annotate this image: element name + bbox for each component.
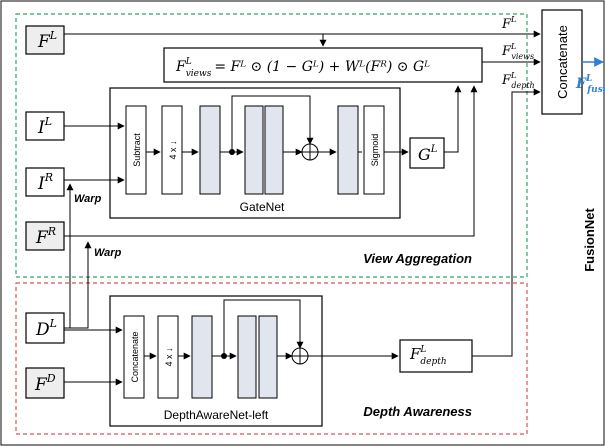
view-aggregation-region — [15, 13, 528, 278]
depth-downsample-label: 4 x ↓ — [164, 347, 174, 366]
input-dl: DL — [25, 312, 65, 344]
depth-conv-3 — [258, 315, 278, 399]
depth-conv-1 — [191, 315, 213, 399]
gate-conv-4 — [337, 105, 359, 195]
gate-conv-3 — [264, 105, 284, 195]
gate-conv-1 — [199, 105, 221, 195]
gate-add-node — [301, 143, 319, 161]
warp-label-2: Warp — [94, 247, 122, 259]
input-il: IL — [25, 111, 65, 141]
gatenet-label: GateNet — [240, 200, 285, 214]
depth-conv-2 — [237, 315, 257, 399]
subtract-layer — [125, 105, 147, 195]
fusionnet-label: FusionNet — [582, 208, 597, 272]
depth-concat-label: Concatenate — [130, 331, 140, 382]
depth-awareness-region — [15, 282, 528, 435]
sigmoid-layer — [363, 105, 385, 195]
svg-text:DL: DL — [35, 317, 57, 340]
gate-downsample-layer — [161, 105, 183, 195]
subtract-label: Subtract — [132, 133, 142, 167]
depthnet-label: DepthAwareNet-left — [164, 408, 269, 422]
svg-text:FR: FR — [35, 225, 56, 248]
gate-downsample-label: 4 x ↓ — [168, 140, 178, 159]
svg-text:GL: GL — [418, 144, 438, 164]
depth-concat-layer — [123, 315, 145, 399]
input-fl: FL — [25, 25, 65, 55]
svg-text:FD: FD — [34, 372, 56, 395]
depth-awareness-label: Depth Awareness — [363, 404, 472, 419]
input-fd: FD — [25, 367, 65, 399]
concat-in-fl: FL — [501, 15, 516, 32]
svg-text:IL: IL — [37, 115, 52, 138]
depthnet-box — [109, 295, 323, 427]
sigmoid-label: Sigmoid — [370, 134, 380, 167]
concatenate-label: Concatenate — [555, 25, 570, 99]
gate-output-gl: GL — [409, 137, 445, 169]
view-aggregation-label: View Aggregation — [363, 251, 472, 266]
svg-text:IR: IR — [37, 171, 53, 194]
gate-conv-2 — [244, 105, 264, 195]
depth-add-node — [291, 347, 309, 365]
input-ir: IR — [25, 167, 65, 197]
svg-text:FL: FL — [37, 29, 57, 52]
warp-label-1: Warp — [74, 193, 102, 205]
fuse-output-label: FLfuse — [575, 74, 605, 95]
input-fr: FR — [25, 221, 65, 251]
depth-downsample-layer — [157, 315, 179, 399]
